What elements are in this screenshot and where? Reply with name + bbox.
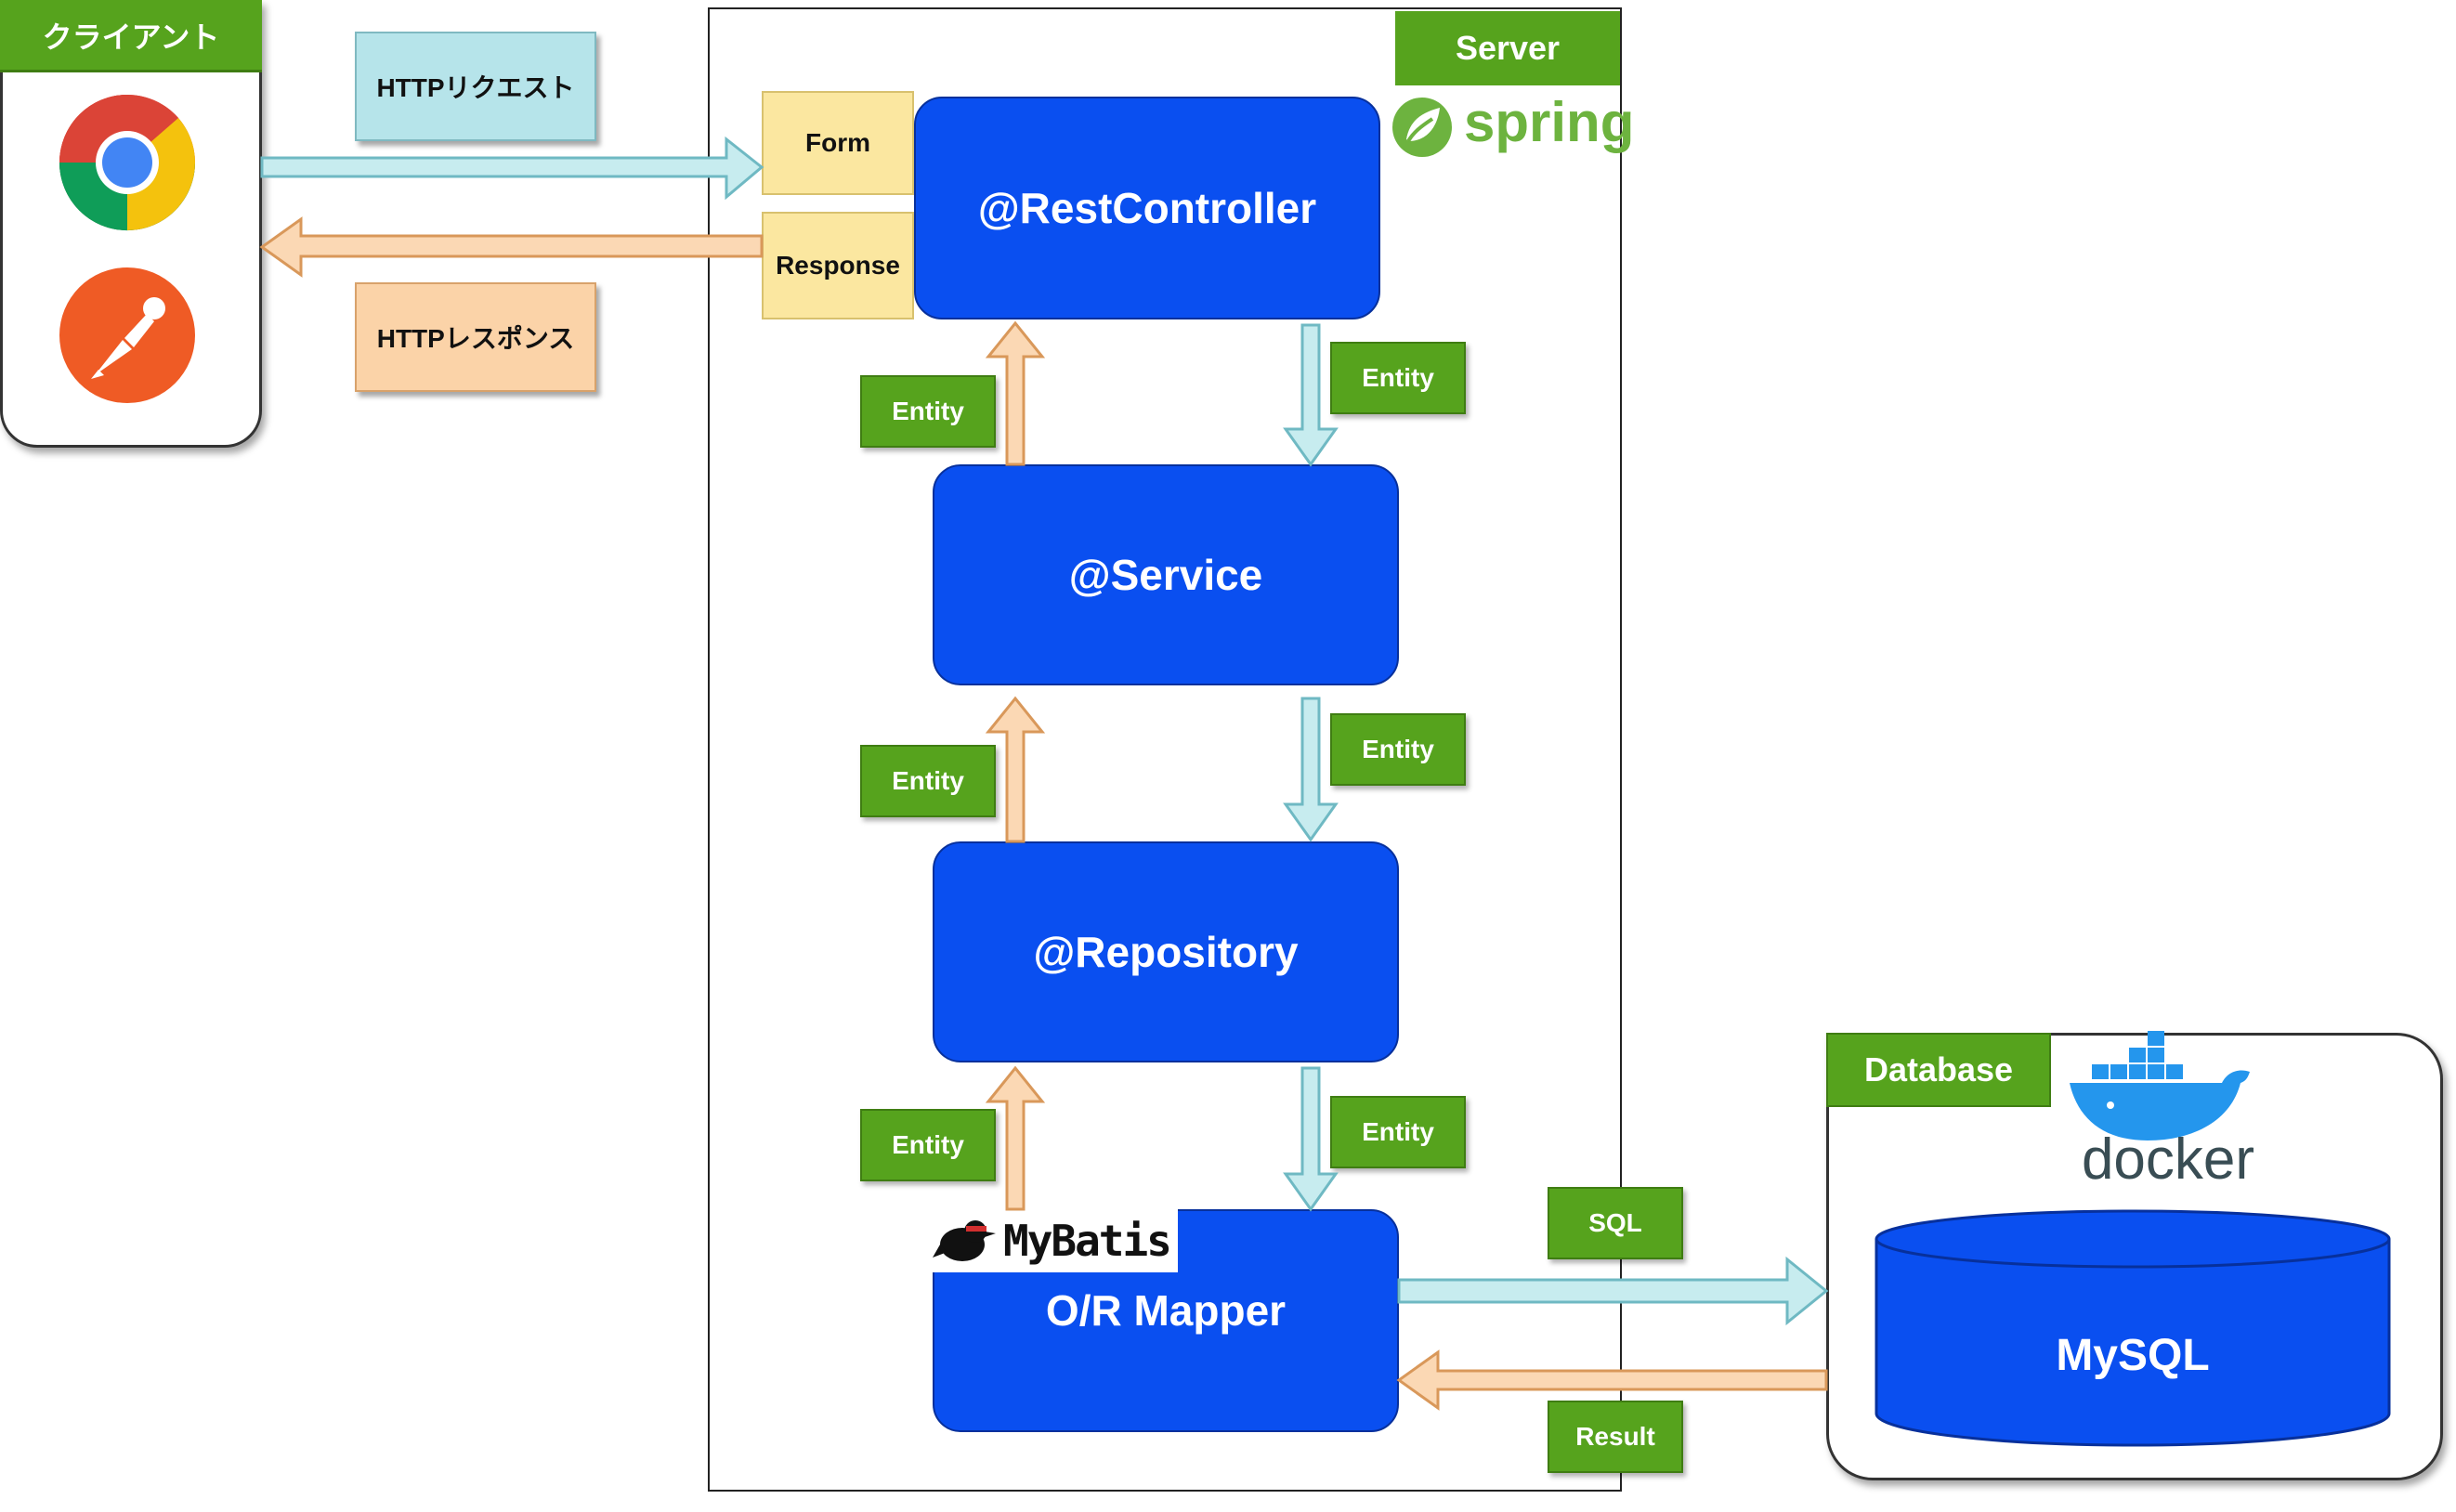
- down-arrow-1: [1283, 323, 1339, 467]
- server-title: Server: [1395, 11, 1620, 85]
- entity-tag-up-3: Entity: [860, 1109, 996, 1181]
- result-arrow: [1396, 1349, 1828, 1411]
- result-tag: Result: [1548, 1401, 1683, 1473]
- form-note: Form: [762, 91, 914, 195]
- http-request-arrow: [260, 136, 764, 201]
- postman-icon: [59, 267, 195, 403]
- down-arrow-2: [1283, 697, 1339, 842]
- spring-icon: [1392, 98, 1452, 157]
- docker-logo-text: docker: [2081, 1127, 2255, 1192]
- mybatis-logo: MyBatis: [933, 1209, 1178, 1272]
- mybatis-bird-icon: [933, 1220, 996, 1261]
- up-arrow-2: [985, 696, 1046, 843]
- entity-tag-down-3: Entity: [1330, 1096, 1466, 1168]
- up-arrow-3: [985, 1065, 1046, 1211]
- or-mapper-label: O/R Mapper: [1045, 1286, 1287, 1335]
- sql-arrow: [1397, 1256, 1829, 1326]
- up-arrow-1: [985, 320, 1046, 466]
- entity-tag-up-1: Entity: [860, 375, 996, 448]
- mybatis-logo-text: MyBatis: [1003, 1216, 1172, 1266]
- spring-logo-text: spring: [1464, 91, 1635, 153]
- docker-whale-icon: [2070, 1031, 2250, 1141]
- database-title: Database: [1826, 1033, 2051, 1107]
- mysql-cylinder: [1875, 1209, 2391, 1447]
- repository-block: @Repository: [933, 841, 1399, 1062]
- http-response-arrow: [259, 216, 764, 278]
- service-block: @Service: [933, 464, 1399, 685]
- sql-tag: SQL: [1548, 1187, 1683, 1259]
- rest-controller-block: @RestController: [914, 97, 1380, 319]
- entity-tag-up-2: Entity: [860, 745, 996, 817]
- entity-tag-down-1: Entity: [1330, 342, 1466, 414]
- client-title: クライアント: [0, 0, 262, 72]
- entity-tag-down-2: Entity: [1330, 713, 1466, 786]
- http-request-note: HTTPリクエスト: [355, 32, 596, 141]
- mysql-label: MySQL: [2056, 1331, 2210, 1380]
- response-note: Response: [762, 212, 914, 319]
- http-response-note: HTTPレスポンス: [355, 282, 596, 392]
- down-arrow-3: [1283, 1066, 1339, 1212]
- chrome-icon: [59, 95, 196, 231]
